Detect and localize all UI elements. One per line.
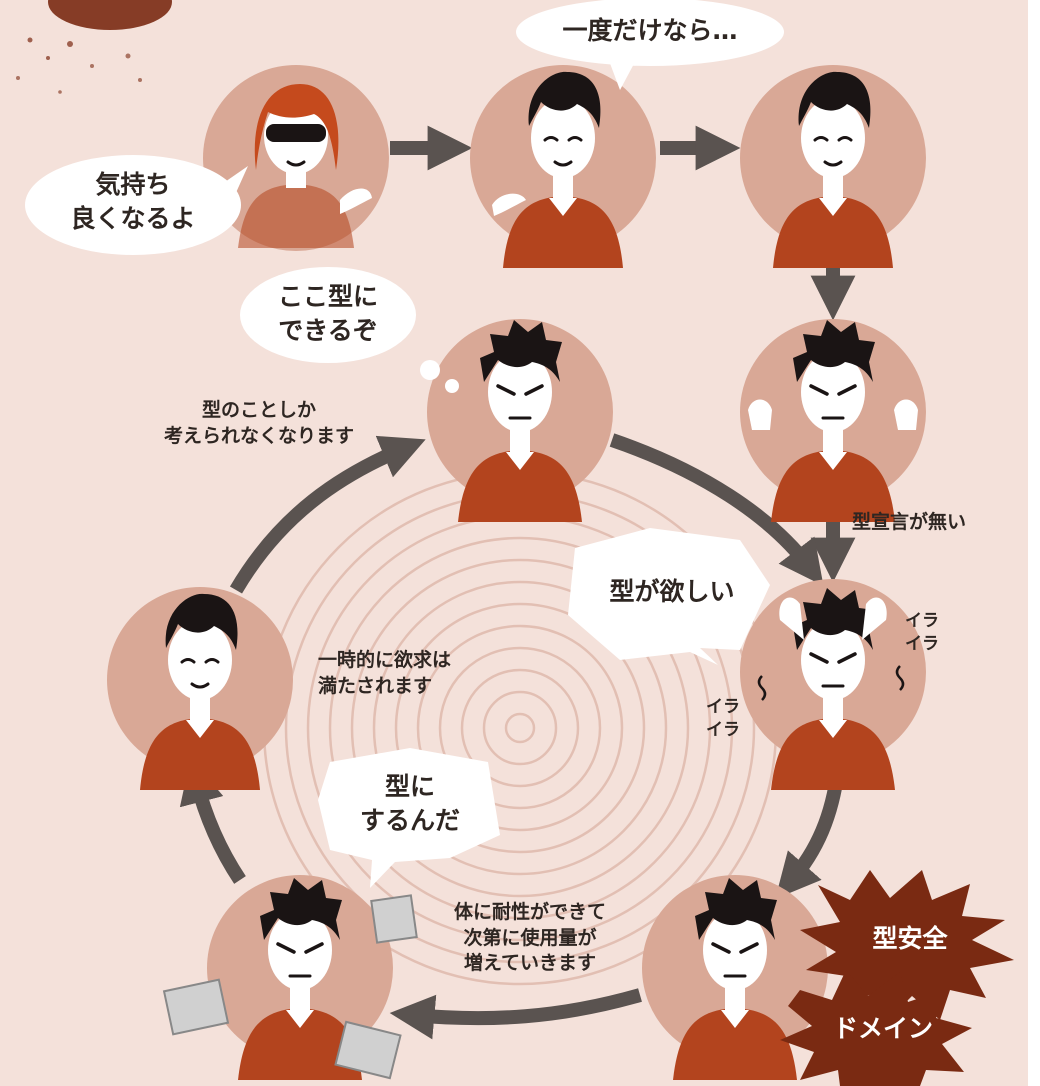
bubble-make-text: 型に するんだ bbox=[359, 772, 460, 835]
arrow-cycle-left-bottom bbox=[179, 758, 246, 884]
burst-domain-shape bbox=[780, 970, 972, 1086]
caption-no-type-declaration: 型宣言が無い bbox=[852, 511, 967, 533]
irritation-left: イラ イラ bbox=[706, 697, 740, 740]
bubble-pusher-text: 気持ち 良くなるよ bbox=[70, 170, 196, 233]
burst-domain-text: ドメイン bbox=[832, 1014, 933, 1043]
flow-arrows bbox=[179, 125, 856, 1040]
caption-tolerance: 体に耐性ができて 次第に使用量が 増えていきます bbox=[453, 901, 606, 975]
bubble-pusher-shape bbox=[25, 155, 248, 255]
bubble-think-shape bbox=[240, 267, 459, 393]
circle-pusher bbox=[203, 65, 389, 251]
circle-irritated bbox=[740, 579, 926, 792]
packets bbox=[162, 894, 418, 1080]
circle-hesitant bbox=[740, 65, 926, 270]
arrow-cycle-bottom bbox=[389, 988, 642, 1040]
caption-satisfied: 一時的に欲求は 満たされます bbox=[318, 649, 452, 697]
circle-thinking bbox=[427, 318, 613, 524]
ink-splatter bbox=[16, 0, 172, 94]
bubble-want-text: 型が欲しい bbox=[609, 577, 735, 606]
bubble-make-shape bbox=[318, 748, 500, 888]
burst-type-safety-text: 型安全 bbox=[872, 924, 948, 953]
irritation-right: イラ イラ bbox=[905, 611, 939, 654]
circle-once bbox=[470, 65, 656, 270]
bubble-once-text: 一度だけなら… bbox=[562, 16, 738, 45]
circle-using bbox=[207, 875, 393, 1082]
bubble-think-text: ここ型に できるぞ bbox=[277, 282, 378, 345]
circle-craving bbox=[740, 318, 926, 524]
arrow-cycle-left-top bbox=[229, 435, 426, 594]
arrow-cycle-top-right bbox=[609, 433, 824, 586]
bubble-once-shape bbox=[516, 0, 784, 90]
circle-tolerance bbox=[642, 875, 828, 1082]
caption-obsessed: 型のことしか 考えられなくなります bbox=[163, 399, 354, 447]
bubble-want-shape bbox=[568, 528, 770, 665]
circle-satisfied bbox=[107, 587, 293, 792]
